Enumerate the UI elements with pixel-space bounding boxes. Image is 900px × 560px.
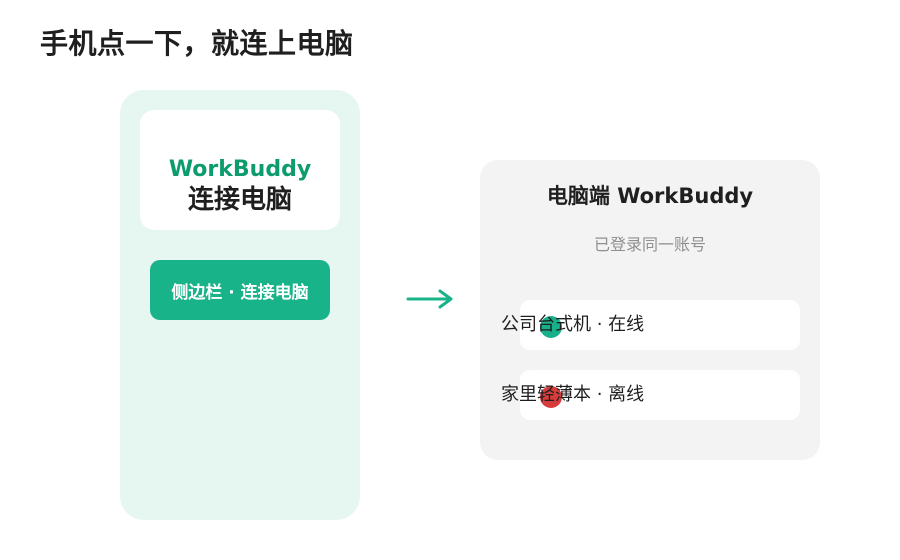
device-label: 公司台式机 · 在线 [501,314,645,335]
device-item-home[interactable]: 家里轻薄本 · 离线 [501,370,800,420]
phone-panel: WorkBuddy 连接电脑 侧边栏 · 连接电脑 [120,90,360,520]
page-title: 手机点一下，就连上电脑 [40,27,354,60]
brand-name: WorkBuddy [168,157,312,182]
device-item-office[interactable]: 公司台式机 · 在线 [501,300,800,350]
device-label: 家里轻薄本 · 离线 [501,384,645,405]
arrow-right-icon [406,289,453,309]
login-status-text: 已登录同一账号 [593,235,706,254]
online-status-dot [540,316,562,338]
desktop-title: 电脑端 WorkBuddy [546,184,754,208]
phone-connect-card: WorkBuddy 连接电脑 [140,110,340,230]
connect-computer-heading: 连接电脑 [187,185,292,215]
offline-status-dot [540,386,562,408]
desktop-panel: 电脑端 WorkBuddy 已登录同一账号 公司台式机 · 在线 家里轻薄本 ·… [480,160,820,460]
sidebar-connect-button[interactable]: 侧边栏 · 连接电脑 [150,260,330,320]
